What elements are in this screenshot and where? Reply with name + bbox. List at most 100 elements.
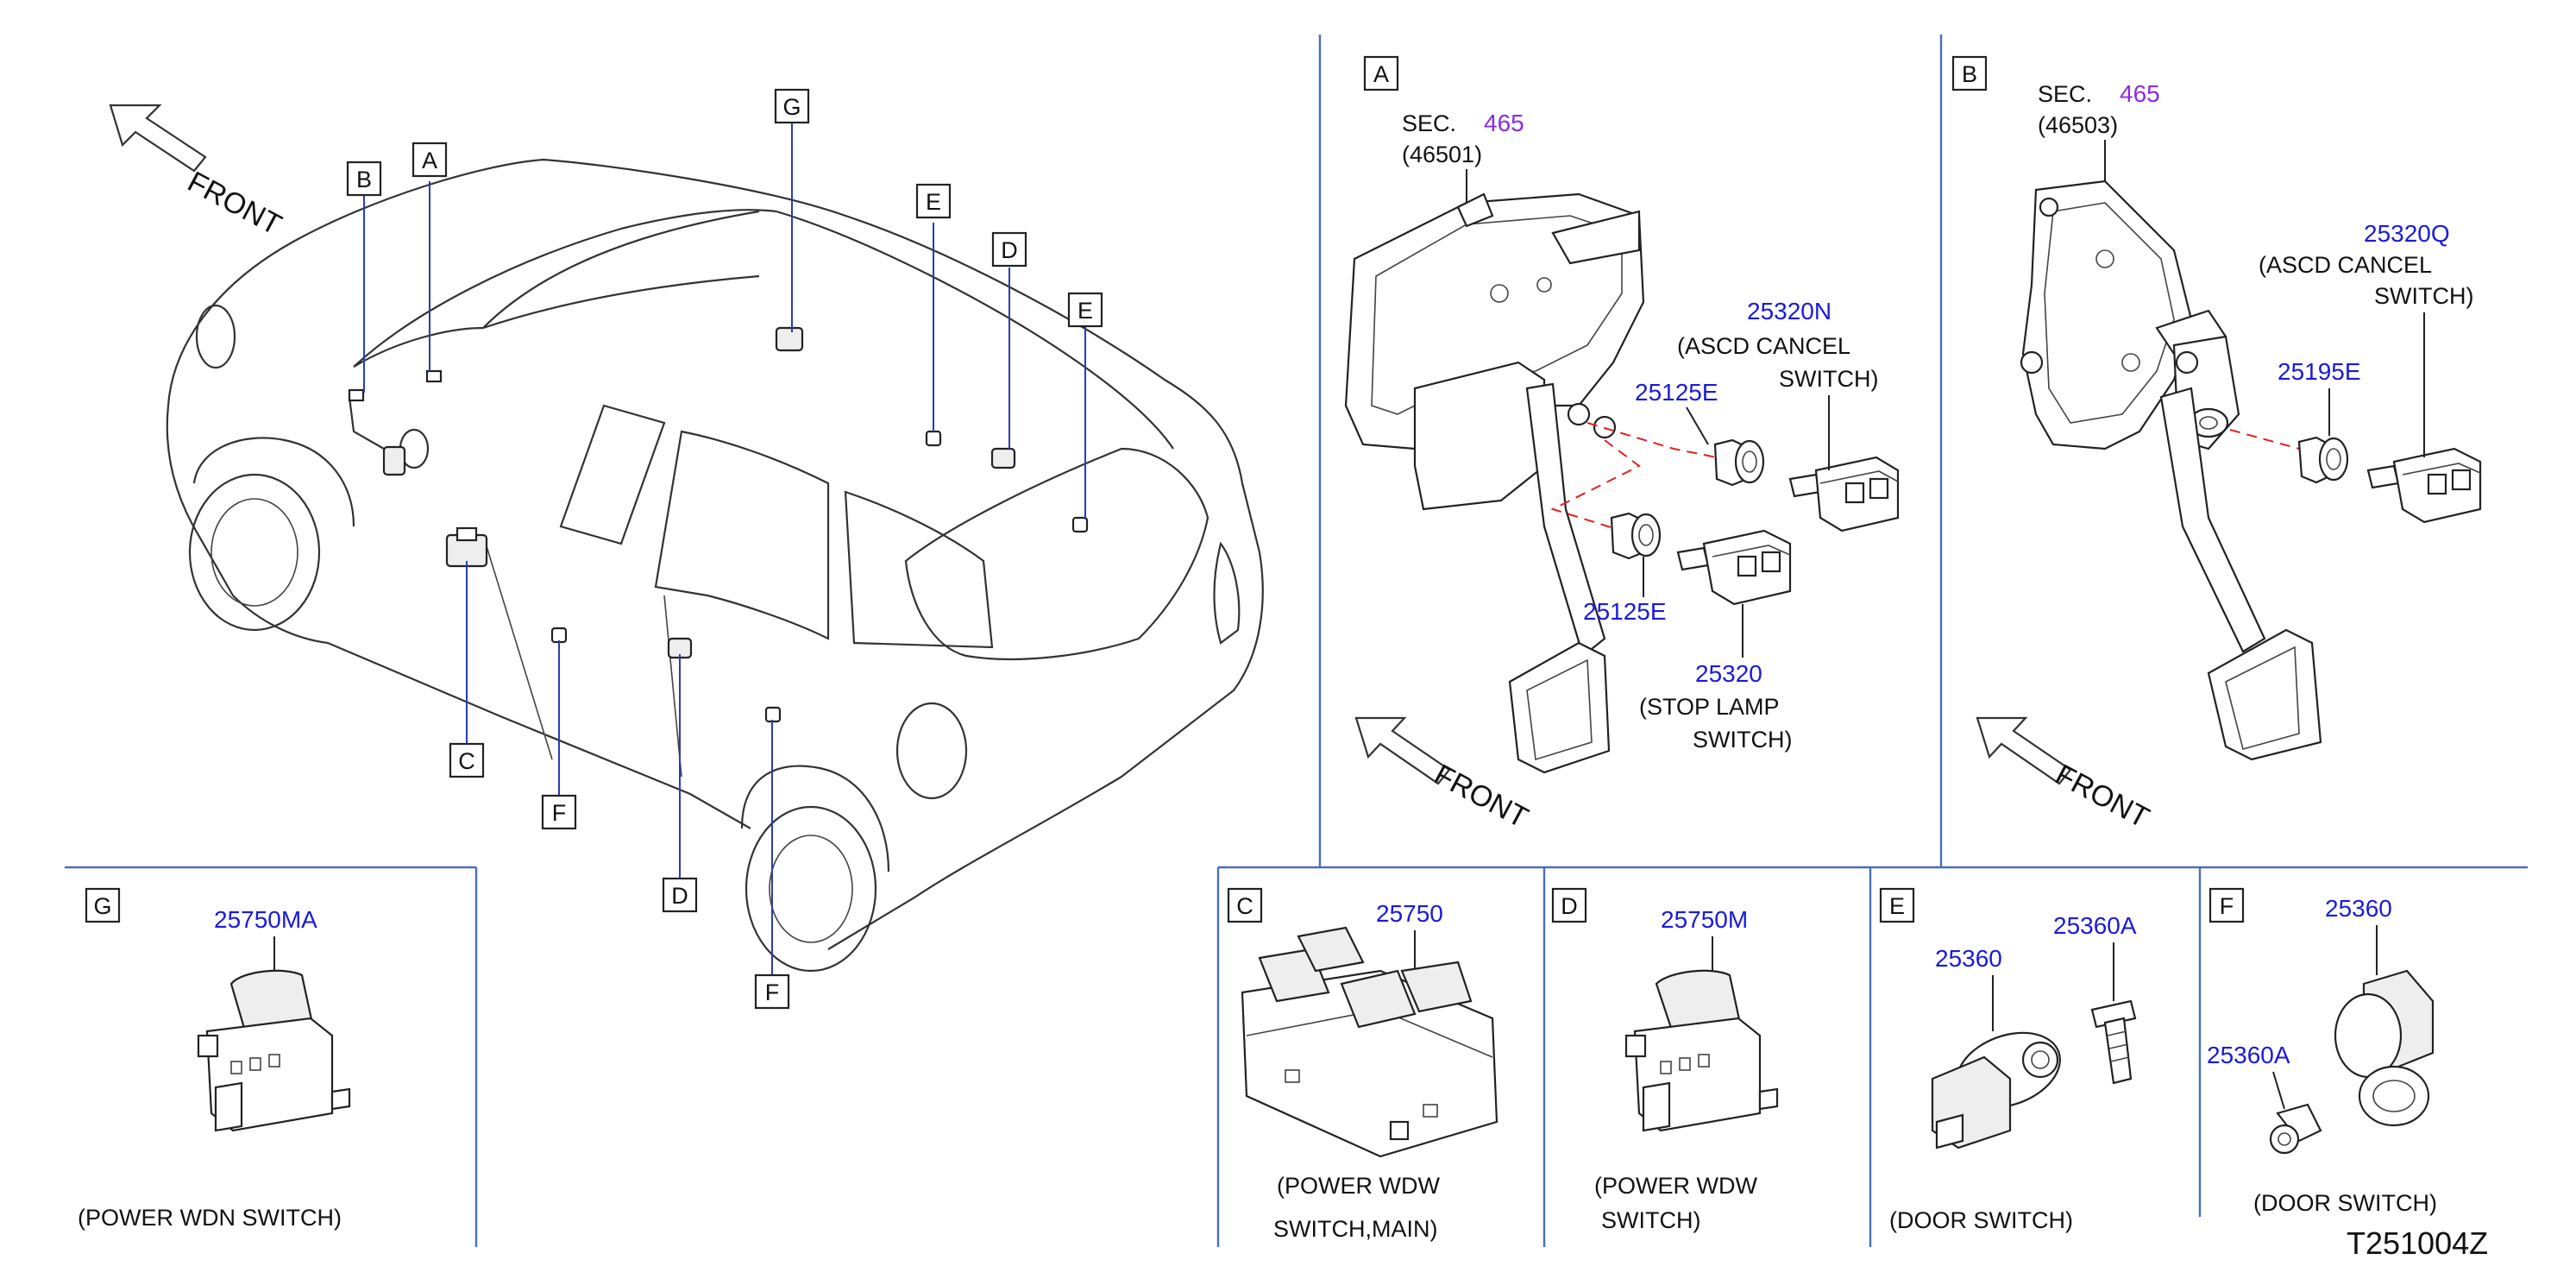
panel-c-part-number: 25750 <box>1376 900 1443 927</box>
marker-e-left: E <box>915 183 952 219</box>
panel-a-sec-prefix: SEC. <box>1402 110 1456 136</box>
door-switch-f <box>2334 969 2435 1127</box>
panel-a-desc-25320-line1: (STOP LAMP <box>1639 694 1780 720</box>
svg-text:F: F <box>765 979 780 1005</box>
panel-a: A SEC. 465 (46501) <box>1344 55 1900 835</box>
power-window-switch-g <box>197 969 351 1132</box>
panel-f-part-25360a: 25360A <box>2207 1042 2290 1068</box>
panel-g-desc: (POWER WDN SWITCH) <box>78 1205 342 1231</box>
panel-a-desc-25320n-line1: (ASCD CANCEL <box>1677 333 1850 359</box>
panel-a-desc-25320-line2: SWITCH) <box>1693 727 1792 753</box>
panel-a-marker: A <box>1373 61 1389 87</box>
panel-f-desc: (DOOR SWITCH) <box>2253 1190 2437 1216</box>
panel-g-marker-box <box>85 887 121 923</box>
pedal-bracket-b <box>2020 180 2240 450</box>
switch-f-rear-icon <box>764 706 782 723</box>
panel-f-marker-box <box>2208 887 2245 923</box>
panel-b-sec-code: (46503) <box>2038 112 2118 138</box>
switch-f-front-icon <box>550 627 568 644</box>
panel-b-front-arrow: FRONT <box>1976 716 2154 835</box>
svg-text:F: F <box>552 800 567 826</box>
panel-c: C 25750 (POWER WDW SWITCH,MAIN) <box>1227 887 1498 1242</box>
panel-d-part-number: 25750M <box>1661 906 1748 933</box>
panel-b-front-label: FRONT <box>2050 759 2154 835</box>
panel-d-marker: D <box>1561 893 1578 919</box>
panel-d-desc-line2: SWITCH) <box>1601 1207 1700 1233</box>
svg-text:E: E <box>1078 298 1093 324</box>
panel-b-part-25320q: 25320Q <box>2364 220 2450 247</box>
stop-lamp-clip-upper <box>1713 438 1765 487</box>
panel-d-marker-box <box>1551 887 1587 923</box>
panel-b-desc-25320q-line1: (ASCD CANCEL <box>2259 252 2432 278</box>
panel-a-front-arrow: FRONT <box>1354 716 1533 835</box>
accelerator-pedal-b <box>2159 387 2322 761</box>
panel-f-marker: F <box>2220 893 2234 919</box>
panel-g-part-number: 25750MA <box>214 906 317 933</box>
car-illustration <box>166 158 1264 973</box>
svg-text:C: C <box>458 748 475 774</box>
panel-b-desc-25320q-line2: SWITCH) <box>2374 283 2473 309</box>
svg-text:E: E <box>926 189 941 215</box>
marker-e-right: E <box>1067 292 1103 328</box>
marker-f-front: F <box>541 794 577 830</box>
panel-e-part-25360: 25360 <box>1935 945 2002 972</box>
panel-a-part-25320n: 25320N <box>1747 298 1831 324</box>
panel-b-marker-box <box>1951 55 1988 91</box>
stop-lamp-switch-a <box>1676 529 1792 606</box>
marker-f-rear: F <box>754 973 790 1010</box>
power-window-main-switch-c <box>1241 926 1498 1158</box>
panel-b: B SEC. 465 (46503) <box>1951 55 2482 835</box>
marker-g: G <box>774 88 810 124</box>
panel-b-marker: B <box>1962 61 1977 87</box>
panel-c-marker-box <box>1227 887 1263 923</box>
panel-c-marker: C <box>1236 893 1253 919</box>
panel-g: G 25750MA (POWER WDN SWITCH) <box>78 887 351 1231</box>
switch-d-rear-icon <box>990 447 1016 469</box>
brake-pedal-a <box>1508 382 1611 774</box>
panel-a-desc-25320n-line2: SWITCH) <box>1779 366 1878 392</box>
marker-a: A <box>412 142 448 178</box>
svg-text:G: G <box>782 94 801 120</box>
overview-front-label: FRONT <box>182 166 286 243</box>
ascd-cancel-switch-b <box>2366 447 2482 524</box>
panel-dividers <box>65 35 2528 1247</box>
svg-text:B: B <box>356 167 372 192</box>
panel-f: F 25360 25360A (DOOR SWITCH) <box>2207 887 2437 1216</box>
panel-e-part-25360a: 25360A <box>2053 912 2137 939</box>
svg-text:A: A <box>422 148 437 173</box>
overview-leaders <box>363 123 1086 975</box>
overview-markers: B A G E D E C F D F <box>346 88 1103 1010</box>
door-switch-screw-e <box>2090 999 2137 1085</box>
panel-e-marker-box <box>1879 887 1915 923</box>
svg-text:D: D <box>671 883 688 909</box>
panel-c-desc-line1: (POWER WDW <box>1277 1173 1440 1199</box>
panel-d-desc-line1: (POWER WDW <box>1594 1173 1757 1199</box>
panel-g-marker: G <box>93 893 111 919</box>
panel-a-part-25320: 25320 <box>1695 660 1762 687</box>
marker-b: B <box>346 161 382 197</box>
svg-text:D: D <box>1001 237 1018 263</box>
marker-d-front: D <box>662 877 698 913</box>
power-window-switch-d <box>1624 969 1779 1132</box>
panel-d: D 25750M (POWER WDW SWITCH) <box>1551 887 1779 1233</box>
overview-switch-icons <box>445 326 1089 723</box>
panel-a-sec-num: 465 <box>1484 110 1524 136</box>
door-switch-e <box>1931 1031 2061 1150</box>
switch-g-icon <box>775 326 804 352</box>
panel-a-marker-box <box>1363 55 1399 91</box>
marker-c: C <box>449 742 485 778</box>
marker-d-rear: D <box>991 231 1027 268</box>
ascd-switch-clip-b <box>2297 436 2349 484</box>
panel-e-desc: (DOOR SWITCH) <box>1889 1207 2073 1233</box>
panel-f-part-25360: 25360 <box>2325 895 2392 922</box>
pedal-bracket-a <box>1344 192 1645 511</box>
panel-b-sec-prefix: SEC. <box>2038 81 2092 107</box>
panel-a-part-25125e-upper: 25125E <box>1635 379 1718 406</box>
panel-a-sec-code: (46501) <box>1402 142 1482 167</box>
panel-b-part-25195e: 25195E <box>2278 358 2361 385</box>
panel-e-marker: E <box>1889 893 1905 919</box>
panel-e: E 25360A 25360 (DOOR SWITCH) <box>1879 887 2137 1233</box>
door-switch-screw-f <box>2269 1103 2322 1155</box>
